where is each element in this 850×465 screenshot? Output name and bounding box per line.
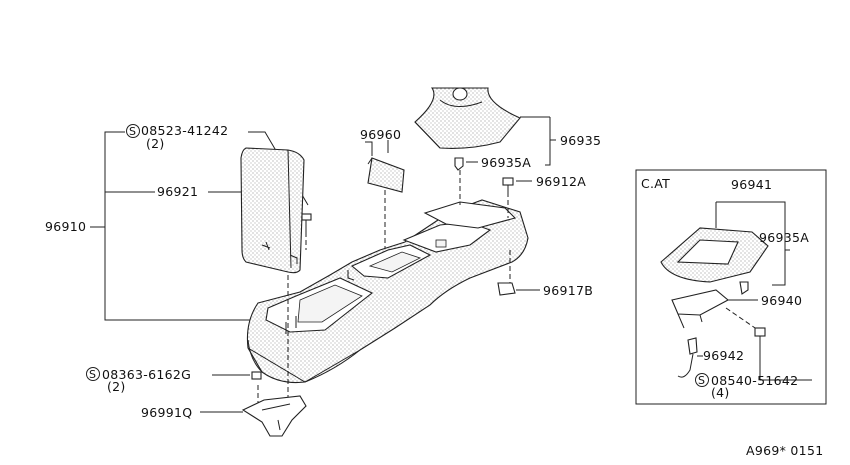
- labels: 96910 96921 S 08523-41242 (2) 96960 9693…: [45, 123, 823, 458]
- label-96941: 96941: [731, 177, 772, 192]
- s-mark-label: S: [89, 368, 96, 381]
- panel-96960: [365, 141, 405, 193]
- bracket-96991Q: [200, 371, 307, 437]
- diagram-reference: A969* 0151: [746, 443, 823, 458]
- label-96991Q: 96991Q: [141, 405, 192, 420]
- label-96921: 96921: [157, 184, 198, 199]
- label-08363-6162G: 08363-6162G: [102, 367, 191, 382]
- label-96912A: 96912A: [536, 174, 586, 189]
- s-mark-08523: S: [126, 124, 140, 138]
- clip-96917B: [497, 282, 540, 296]
- screw-96912A: [502, 177, 532, 192]
- label-96935: 96935: [560, 133, 601, 148]
- label-96935A: 96935A: [481, 155, 531, 170]
- screw-08523: [301, 213, 312, 250]
- center-console-96910: [246, 199, 529, 384]
- s-mark-08363: S: [86, 367, 100, 381]
- label-96942: 96942: [703, 348, 744, 363]
- label-08363-qty: (2): [107, 379, 126, 394]
- label-96910: 96910: [45, 219, 86, 234]
- cat-inset: [635, 169, 827, 405]
- clip-96935A: [454, 157, 478, 171]
- label-96935A-cat: 96935A: [759, 230, 809, 245]
- label-96917B: 96917B: [543, 283, 593, 298]
- s-mark-label: S: [698, 374, 705, 387]
- label-cat: C.AT: [641, 176, 670, 191]
- label-08523-qty: (2): [146, 136, 165, 151]
- label-96940: 96940: [761, 293, 802, 308]
- label-08540-qty: (4): [711, 385, 730, 400]
- armrest-lid-96921: [240, 147, 305, 274]
- s-mark-08540: S: [695, 373, 709, 387]
- shift-boot-96935: [414, 87, 556, 166]
- s-mark-label: S: [129, 125, 136, 138]
- label-96960: 96960: [360, 127, 401, 142]
- assembly-lines: [257, 170, 511, 408]
- label-08540-51642: 08540-51642: [711, 373, 798, 388]
- label-08523-41242: 08523-41242: [141, 123, 228, 138]
